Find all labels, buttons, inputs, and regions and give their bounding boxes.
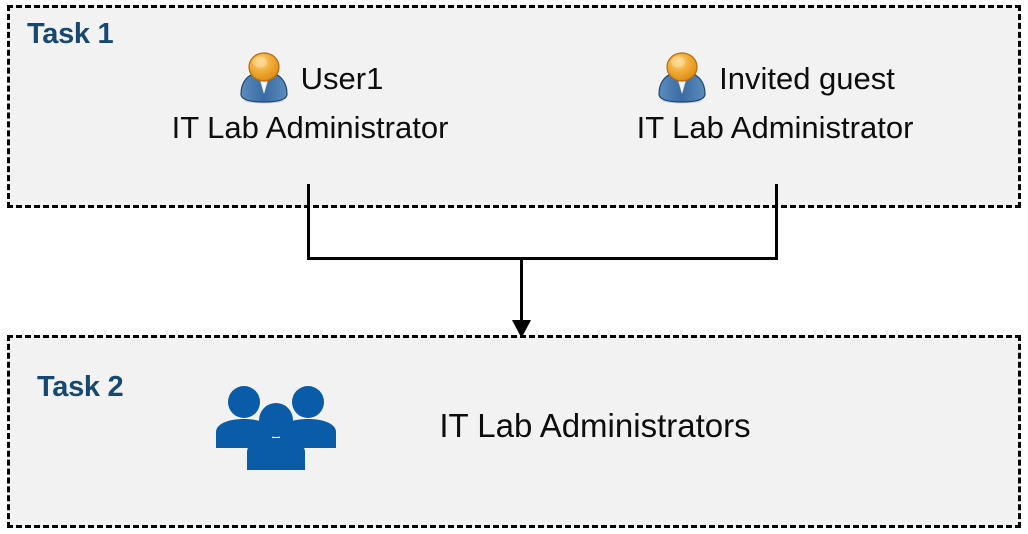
single-user-icon xyxy=(658,52,706,104)
person-invited-guest-header: Invited guest xyxy=(585,50,965,106)
person-invited-guest-name: Invited guest xyxy=(719,60,895,96)
task-2-box xyxy=(7,335,1021,528)
person-user1-role: IT Lab Administrator xyxy=(171,110,449,145)
single-user-icon xyxy=(240,52,288,104)
person-user1-name: User1 xyxy=(300,60,384,96)
group-of-people-icon xyxy=(216,386,336,470)
person-invited-guest-role: IT Lab Administrator xyxy=(636,110,914,145)
task-1-label: Task 1 xyxy=(27,18,114,50)
task-2-label: Task 2 xyxy=(37,371,124,403)
person-user1: User1 IT Lab Administrator xyxy=(120,50,500,143)
person-invited-guest: Invited guest IT Lab Administrator xyxy=(585,50,965,143)
group-block: IT Lab Administrators xyxy=(200,380,900,472)
group-name: IT Lab Administrators xyxy=(439,406,751,444)
person-user1-header: User1 xyxy=(120,50,500,106)
task-1-box xyxy=(7,5,1021,208)
